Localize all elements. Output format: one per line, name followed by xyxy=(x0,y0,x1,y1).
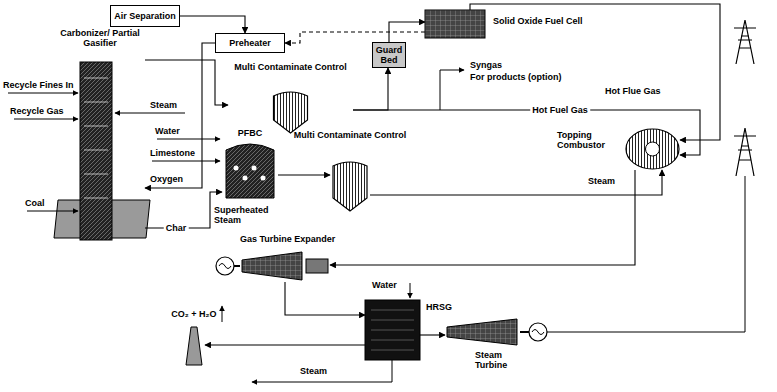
node-label: Solid Oxide Fuel Cell xyxy=(493,16,583,26)
node-label: Steam Turbine xyxy=(475,350,525,371)
node-label: CO₂ + H₂O xyxy=(153,309,235,319)
pfbc-vessel: PFBC xyxy=(222,128,278,200)
node-label: HRSG xyxy=(426,302,452,312)
flow-line xyxy=(370,170,662,195)
fuel-cell-box-outline xyxy=(425,10,485,38)
stack-outline xyxy=(183,325,205,365)
transmission-tower xyxy=(734,20,756,176)
steam-turbine: Steam Turbine xyxy=(445,318,520,346)
guard-bed-box: Guard Bed xyxy=(372,42,406,68)
flow-line xyxy=(353,68,388,110)
stream-label: Water xyxy=(155,126,180,136)
process-box: Preheater xyxy=(215,33,285,53)
hrsg-box-outline xyxy=(365,300,420,360)
node-label: Multi Contaminate Control xyxy=(290,130,410,140)
stream-label: Steam xyxy=(300,366,327,376)
fuel-cell-box: Solid Oxide Fuel Cell xyxy=(425,10,485,38)
hrsg-box: HRSG xyxy=(365,300,420,360)
flow-line xyxy=(145,60,228,105)
gas-turbine: Gas Turbine Expander xyxy=(240,250,330,282)
stream-label: Steam xyxy=(150,100,177,110)
node-label: Guard Bed xyxy=(376,45,403,66)
stream-label: Hot Flue Gas xyxy=(605,86,661,96)
flow-line xyxy=(180,16,245,33)
node-label: Gas Turbine Expander xyxy=(240,234,335,244)
flow-line xyxy=(145,43,215,188)
node-label: Carbonizer/ Partial Gasifier xyxy=(55,28,145,49)
cleanup-vessel: Multi Contaminate Control xyxy=(330,160,370,212)
flow-line xyxy=(278,174,330,175)
cleanup-vessel-outline xyxy=(228,62,353,134)
stack: CO₂ + H₂O xyxy=(183,325,205,365)
stream-label: Recycle Fines In xyxy=(3,80,74,90)
feed-arrows xyxy=(8,70,464,382)
stream-label: Coal xyxy=(25,198,45,208)
gas-turbine-outline xyxy=(240,250,330,282)
flow-line xyxy=(470,4,720,140)
flow-line xyxy=(420,334,445,335)
combustor: Topping Combustor xyxy=(625,128,680,170)
gasifier-vessel: Carbonizer/ Partial Gasifier xyxy=(55,28,145,248)
stream-label: Superheated Steam xyxy=(214,205,266,226)
flow-line xyxy=(205,344,365,345)
cleanup-vessel: Multi Contaminate Control xyxy=(228,62,353,134)
combustor-outline xyxy=(625,128,680,170)
stream-label: Limestone xyxy=(150,148,195,158)
stream-label: For products (option) xyxy=(470,72,561,82)
node-label: Multi Contaminate Control xyxy=(228,62,353,72)
node-label: Air Separation xyxy=(114,11,176,21)
stream-label: Syngas xyxy=(470,60,502,70)
generator-symbol xyxy=(520,176,745,341)
pfbc-vessel-outline xyxy=(222,128,278,200)
node-label: Preheater xyxy=(229,38,271,48)
flow-line xyxy=(285,282,365,315)
stream-label: Water xyxy=(372,280,397,290)
plume-arrow xyxy=(222,306,223,322)
stream-label: Recycle Gas xyxy=(10,106,64,116)
steam-turbine-outline xyxy=(445,318,520,346)
flow-line xyxy=(330,170,635,265)
stream-label: Steam xyxy=(588,176,615,186)
cleanup-vessel-outline xyxy=(330,160,370,212)
stream-label: Hot Fuel Gas xyxy=(530,105,590,115)
process-box: Air Separation xyxy=(110,5,180,27)
stream-label: Char xyxy=(164,223,189,233)
stream-label: Oxygen xyxy=(150,174,183,184)
gasifier-vessel-outline xyxy=(55,28,145,248)
generator-symbol xyxy=(216,257,240,275)
node-label: PFBC xyxy=(222,128,278,138)
node-label: Topping Combustor xyxy=(557,130,619,151)
